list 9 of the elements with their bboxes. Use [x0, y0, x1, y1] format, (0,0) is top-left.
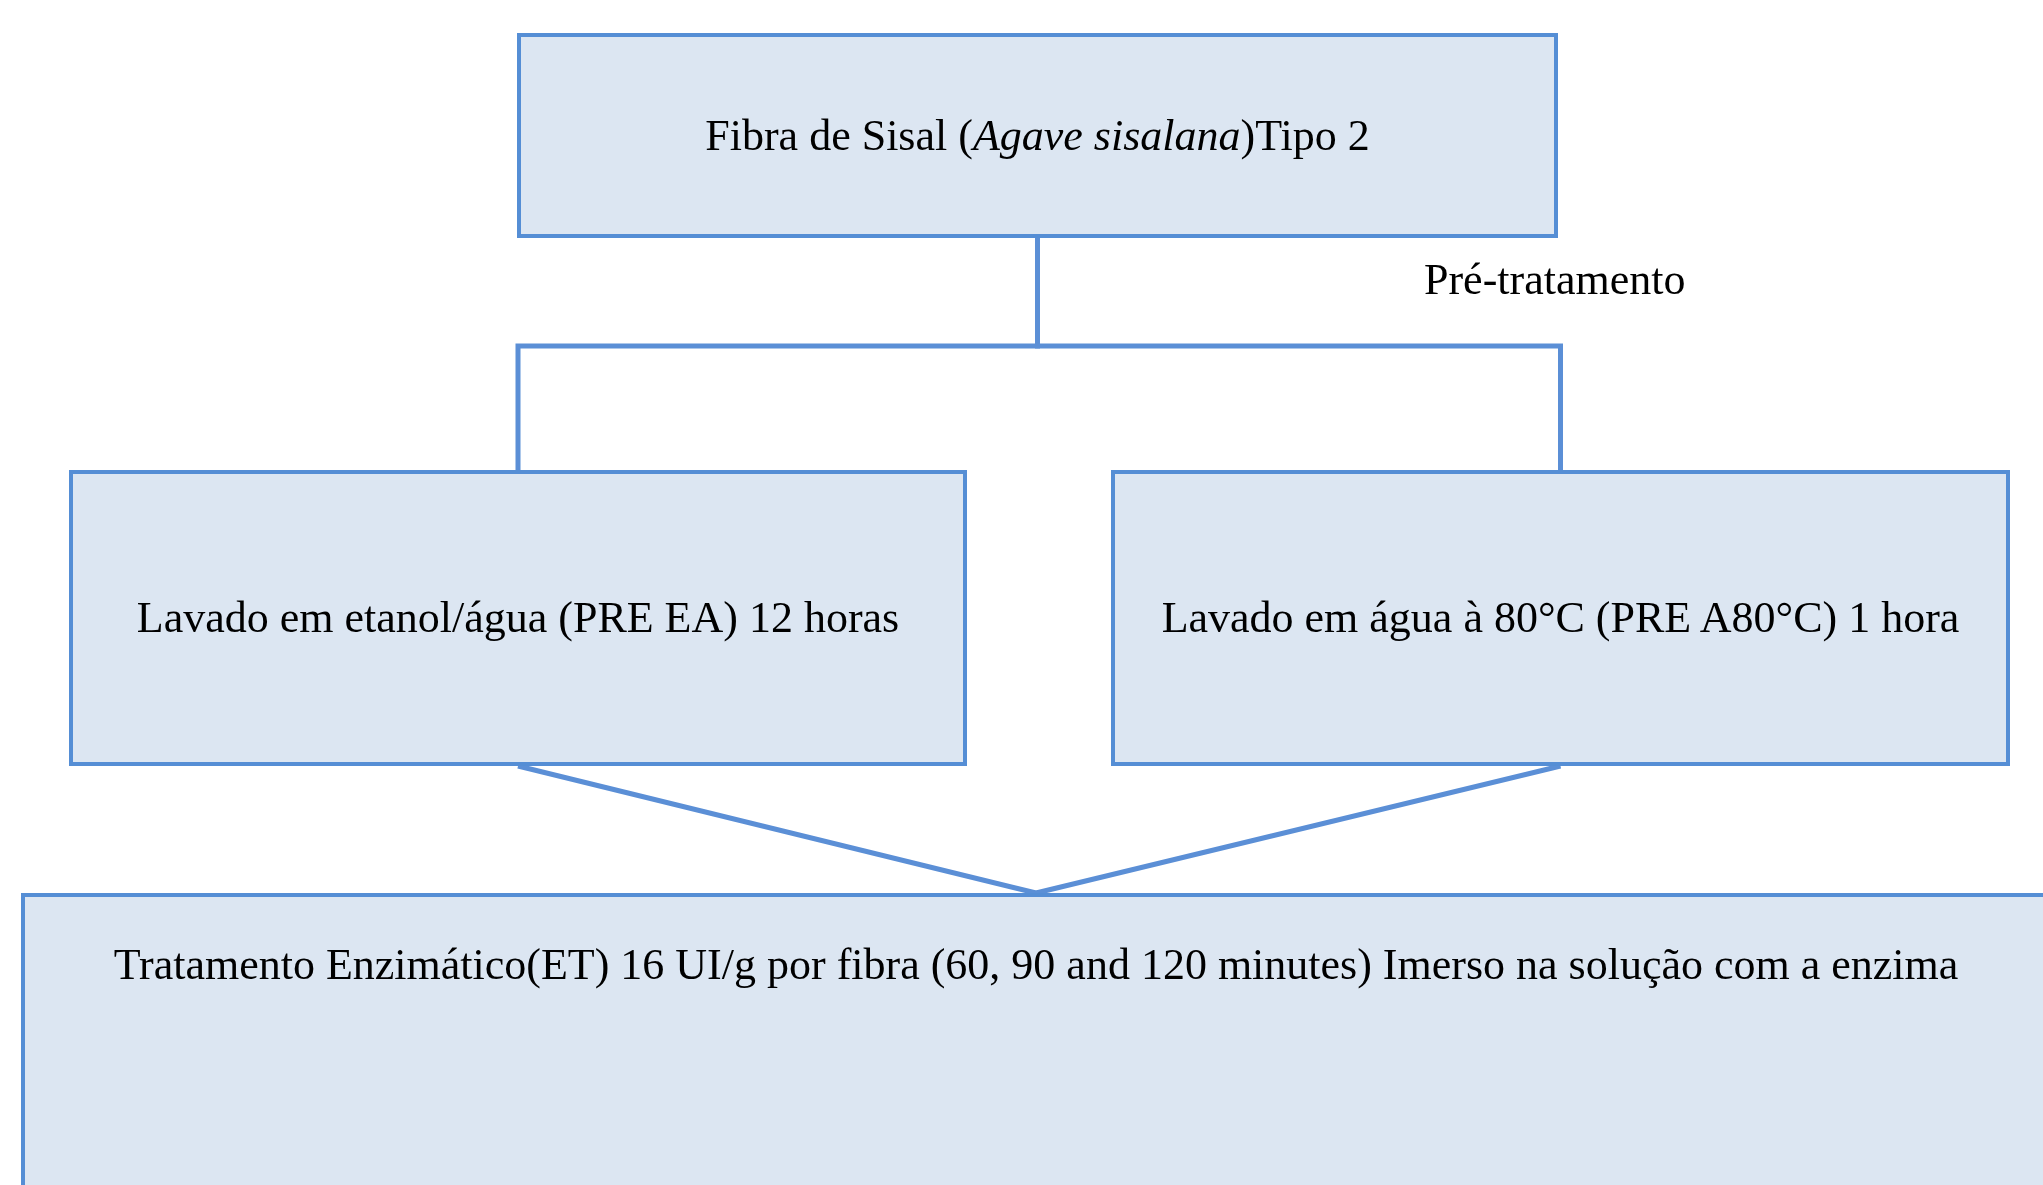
process-box [517, 33, 1558, 238]
box-text: Lavado em etanol/água (PRE EA) 12 horas [136, 592, 900, 644]
process-box [1111, 470, 2010, 766]
box-text: Tratamento Enzimático(ET) 16 UI/g por fibra (60, 90 and 120 minutes) Imerso na solução com a enzima [113, 939, 1959, 991]
process-box [69, 470, 967, 766]
step-label: Pré-tratamento [1424, 254, 1686, 306]
box-text: Fibra de Sisal (Agave sisalana)Tipo 2 [705, 109, 1370, 162]
process-box [21, 893, 2043, 1185]
box-text: Lavado em água à 80°C (PRE A80°C) 1 hora [1161, 592, 1960, 644]
